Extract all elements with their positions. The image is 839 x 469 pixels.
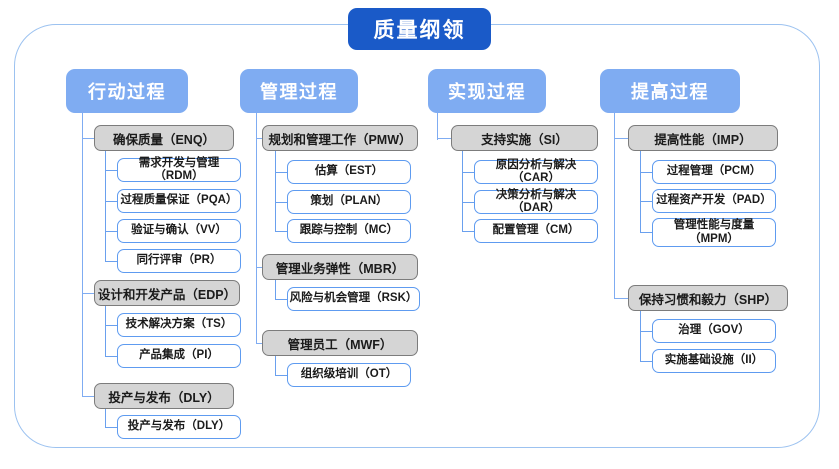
connector-trunk-col2	[256, 113, 258, 344]
group-node-dly[interactable]: 投产与发布（DLY）	[94, 383, 234, 409]
connector-trunk-edp	[105, 306, 107, 356]
connector-stub-col2-g3	[256, 343, 262, 345]
column-header-improvement[interactable]: 提高过程	[600, 69, 740, 113]
connector-stub-vv	[105, 231, 117, 233]
connector-stub-col2-g2	[256, 267, 262, 269]
connector-stub-rdm	[105, 170, 117, 172]
connector-stub-dar	[462, 202, 474, 204]
leaf-node-est[interactable]: 估算（EST）	[287, 160, 411, 184]
connector-stub-col1-g1	[82, 138, 94, 140]
leaf-node-ot[interactable]: 组织级培训（OT）	[287, 363, 411, 387]
connector-stub-pcm	[640, 172, 652, 174]
group-node-edp[interactable]: 设计和开发产品（EDP）	[94, 280, 240, 306]
leaf-node-pad[interactable]: 过程资产开发（PAD）	[652, 189, 776, 213]
leaf-node-dar[interactable]: 决策分析与解决（DAR）	[474, 189, 598, 214]
connector-trunk-mbr	[275, 280, 277, 300]
connector-stub-dly-leaf	[105, 427, 117, 429]
leaf-node-cm[interactable]: 配置管理（CM）	[474, 219, 598, 243]
connector-trunk-col3	[437, 113, 439, 140]
connector-stub-ts	[105, 325, 117, 327]
leaf-node-dly[interactable]: 投产与发布（DLY）	[117, 415, 241, 439]
connector-trunk-si	[462, 151, 464, 231]
connector-stub-gov	[640, 331, 652, 333]
column-header-realization[interactable]: 实现过程	[428, 69, 546, 113]
group-node-si[interactable]: 支持实施（SI）	[451, 125, 598, 151]
connector-trunk-enq	[105, 151, 107, 261]
group-node-mwf[interactable]: 管理员工（MWF）	[262, 330, 418, 356]
connector-stub-col4-g1	[614, 138, 628, 140]
leaf-node-car[interactable]: 原因分析与解决（CAR）	[474, 159, 598, 184]
root-title-node: 质量纲领	[348, 8, 491, 50]
leaf-node-rdm[interactable]: 需求开发与管理（RDM）	[117, 157, 241, 182]
connector-stub-col3-g1	[437, 138, 451, 140]
leaf-node-pi[interactable]: 产品集成（PI）	[117, 344, 241, 368]
connector-trunk-imp	[640, 151, 642, 233]
group-node-shp[interactable]: 保持习惯和毅力（SHP）	[628, 285, 788, 311]
leaf-node-gov[interactable]: 治理（GOV）	[652, 319, 776, 343]
connector-stub-mpm	[640, 232, 652, 234]
connector-stub-pad	[640, 201, 652, 203]
connector-stub-car	[462, 172, 474, 174]
connector-stub-est	[275, 172, 287, 174]
group-node-pmw[interactable]: 规划和管理工作（PMW）	[262, 125, 418, 151]
leaf-node-pcm[interactable]: 过程管理（PCM）	[652, 160, 776, 184]
connector-stub-rsk	[275, 299, 287, 301]
connector-stub-ot	[275, 375, 287, 377]
connector-trunk-pmw	[275, 151, 277, 231]
leaf-node-mc[interactable]: 跟踪与控制（MC）	[287, 219, 411, 243]
group-node-enq[interactable]: 确保质量（ENQ）	[94, 125, 234, 151]
leaf-node-ii[interactable]: 实施基础设施（II）	[652, 349, 776, 373]
connector-stub-pr	[105, 261, 117, 263]
connector-stub-col1-g3	[82, 396, 94, 398]
leaf-node-vv[interactable]: 验证与确认（VV）	[117, 219, 241, 243]
connector-stub-ii	[640, 361, 652, 363]
connector-stub-col4-g2	[614, 298, 628, 300]
connector-trunk-shp	[640, 311, 642, 362]
connector-trunk-col4	[614, 113, 616, 299]
connector-stub-col1-g2	[82, 293, 94, 295]
group-node-mbr[interactable]: 管理业务弹性（MBR）	[262, 254, 418, 280]
group-node-imp[interactable]: 提高性能（IMP）	[628, 125, 778, 151]
connector-stub-col2-g1	[256, 138, 262, 140]
connector-trunk-col1	[82, 113, 84, 396]
connector-trunk-mwf	[275, 356, 277, 376]
leaf-node-rsk[interactable]: 风险与机会管理（RSK）	[287, 287, 420, 311]
connector-trunk-dly	[105, 409, 107, 428]
connector-stub-plan	[275, 202, 287, 204]
connector-stub-pqa	[105, 201, 117, 203]
column-header-action[interactable]: 行动过程	[66, 69, 188, 113]
leaf-node-pqa[interactable]: 过程质量保证（PQA）	[117, 189, 241, 213]
connector-stub-pi	[105, 356, 117, 358]
leaf-node-mpm[interactable]: 管理性能与度量 （MPM）	[652, 218, 776, 247]
leaf-node-pr[interactable]: 同行评审（PR）	[117, 249, 241, 273]
connector-stub-cm	[462, 231, 474, 233]
connector-stub-mc	[275, 231, 287, 233]
column-header-management[interactable]: 管理过程	[240, 69, 358, 113]
leaf-node-plan[interactable]: 策划（PLAN）	[287, 190, 411, 214]
leaf-node-ts[interactable]: 技术解决方案（TS）	[117, 313, 241, 337]
